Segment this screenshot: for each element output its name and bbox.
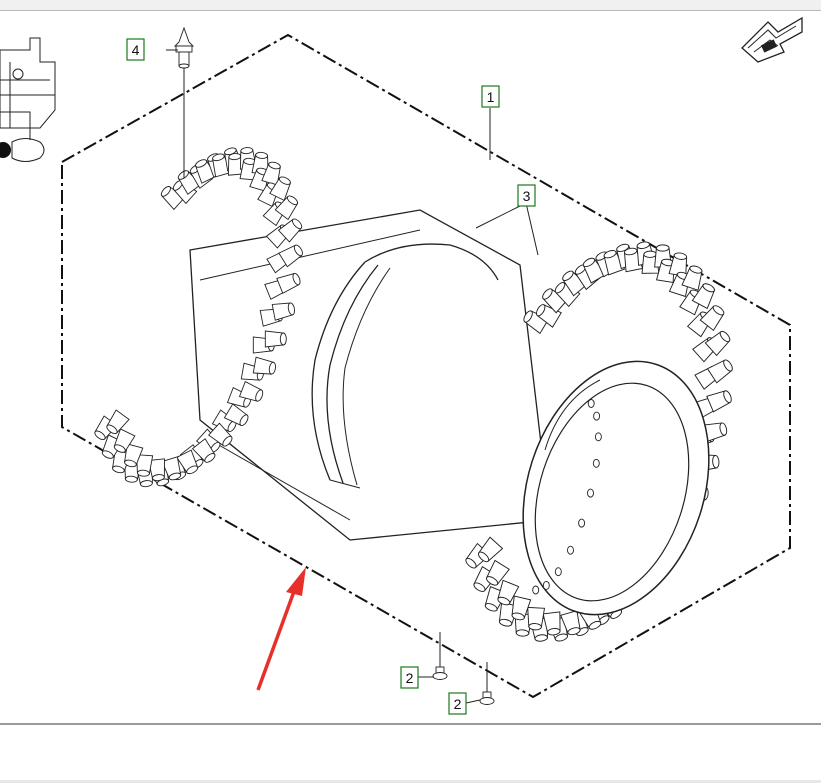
svg-text:2: 2 [406, 670, 414, 686]
bolt-part-a[interactable] [432, 632, 448, 680]
bolt-part-b[interactable] [479, 662, 495, 705]
callout-4[interactable]: 4 [126, 38, 145, 61]
callout-2b[interactable]: 2 [448, 692, 467, 715]
svg-text:1: 1 [487, 89, 495, 105]
machine-thumbnail-icon[interactable] [0, 37, 56, 162]
svg-text:3: 3 [523, 188, 531, 204]
left-tooth-ring [94, 147, 303, 488]
svg-text:4: 4 [132, 42, 140, 58]
top-toolbar-edge [0, 0, 821, 11]
cutter-pick-part[interactable] [173, 26, 195, 178]
assembly-boundary [61, 33, 791, 699]
callout-1[interactable]: 1 [481, 85, 500, 108]
drum-end-flange [522, 360, 710, 616]
navigate-arrow-icon[interactable] [741, 16, 803, 63]
callout-2a[interactable]: 2 [400, 666, 419, 689]
svg-text:2: 2 [454, 696, 462, 712]
drum-body [189, 209, 551, 541]
callout-3[interactable]: 3 [517, 184, 536, 207]
bottom-panel [0, 723, 821, 783]
diagram-canvas: 4 1 3 2 2 [0, 11, 821, 723]
annotation-arrow [256, 567, 306, 691]
